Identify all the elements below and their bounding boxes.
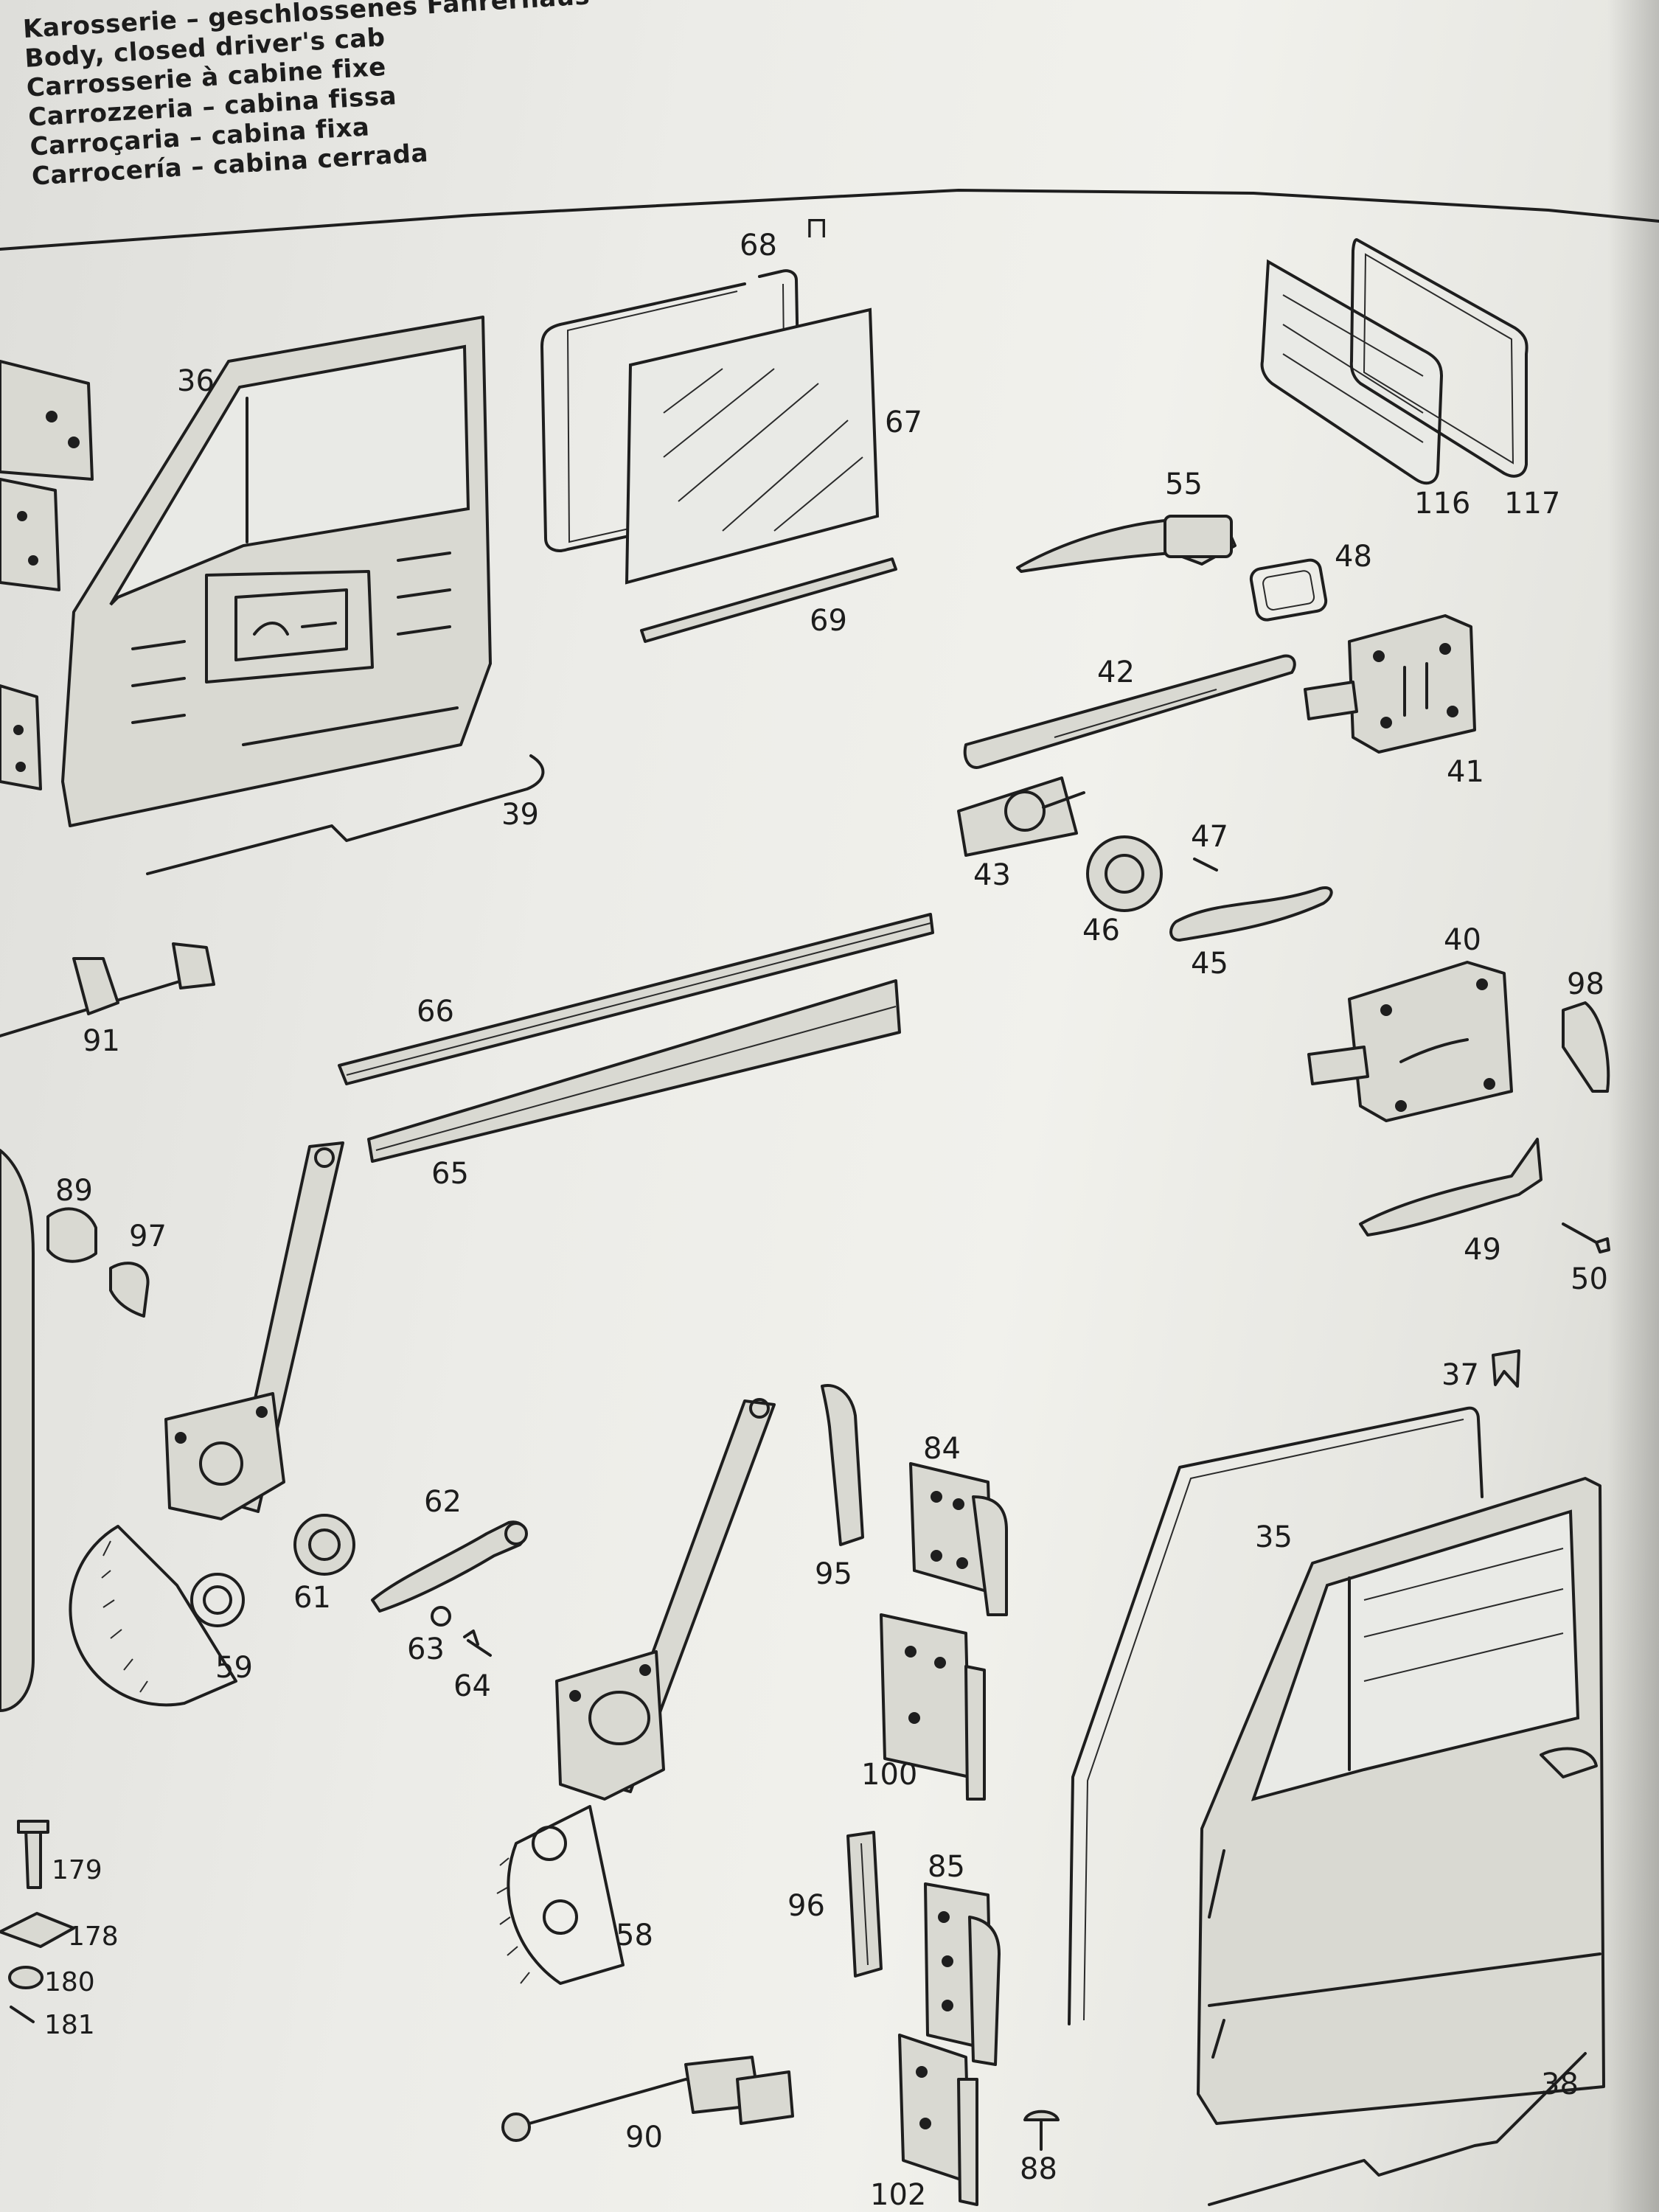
part-89-bumper <box>46 1207 97 1263</box>
label-40: 40 <box>1444 923 1481 957</box>
label-97: 97 <box>129 1220 167 1253</box>
part-59-window-regulator <box>69 1141 344 1707</box>
label-58: 58 <box>616 1919 653 1952</box>
label-95: 95 <box>815 1557 852 1591</box>
part-38-rod <box>1208 2052 1587 2206</box>
label-35: 35 <box>1255 1520 1293 1554</box>
label-55: 55 <box>1165 467 1203 501</box>
part-180-nut <box>8 1966 44 1989</box>
label-90: 90 <box>625 2121 663 2154</box>
part-85-hinge <box>924 1882 1001 2066</box>
part-36-door-left <box>0 316 492 827</box>
part-62-crank-handle <box>371 1520 527 1613</box>
part-39-rod <box>146 754 545 875</box>
part-49-outer-handle <box>1359 1138 1543 1237</box>
label-45: 45 <box>1191 947 1228 981</box>
label-38: 38 <box>1541 2067 1579 2101</box>
part-69-guide-strip <box>640 557 897 643</box>
part-63-washer <box>431 1606 451 1627</box>
part-84-hinge <box>909 1462 1008 1616</box>
part-50-key <box>1562 1222 1610 1253</box>
part-116-117-rear-window <box>1260 238 1528 485</box>
header-rule <box>0 189 1659 251</box>
label-64: 64 <box>453 1669 491 1703</box>
label-41: 41 <box>1447 755 1484 789</box>
part-35-door-right <box>1197 1477 1605 2125</box>
label-39: 39 <box>501 798 539 832</box>
label-43: 43 <box>973 858 1011 892</box>
part-64-screw <box>463 1630 492 1657</box>
part-100-hinge <box>880 1613 986 1801</box>
part-61-escutcheon <box>293 1514 355 1576</box>
part-102-hinge <box>898 2034 978 2206</box>
label-68: 68 <box>740 229 777 262</box>
label-49: 49 <box>1464 1233 1501 1267</box>
binding-shadow <box>1607 0 1659 2212</box>
label-179: 179 <box>52 1855 102 1885</box>
label-88: 88 <box>1020 2152 1057 2186</box>
part-40-door-lock <box>1307 961 1513 1122</box>
label-62: 62 <box>424 1485 462 1519</box>
part-58-window-regulator <box>496 1398 776 1985</box>
label-48: 48 <box>1335 540 1372 574</box>
part-37-door-seal <box>1068 1406 1484 2025</box>
label-100: 100 <box>861 1758 917 1792</box>
part-47-pin <box>1193 858 1218 872</box>
label-96: 96 <box>787 1889 825 1923</box>
label-102: 102 <box>870 2178 926 2212</box>
label-59: 59 <box>215 1651 253 1685</box>
label-42: 42 <box>1097 655 1135 689</box>
label-85: 85 <box>928 1850 965 1884</box>
label-47: 47 <box>1191 820 1228 854</box>
label-61: 61 <box>293 1581 331 1615</box>
part-97-clip <box>109 1262 150 1318</box>
label-116: 116 <box>1414 487 1470 521</box>
part-90-door-check <box>501 2056 794 2142</box>
label-65: 65 <box>431 1157 469 1191</box>
label-37: 37 <box>1441 1358 1479 1392</box>
label-68-symbol: ⊓ <box>805 211 828 245</box>
part-45-inner-handle <box>1169 886 1333 942</box>
part-42-lock-rod <box>963 654 1296 769</box>
label-98: 98 <box>1567 967 1604 1001</box>
part-37-marker <box>1492 1349 1520 1388</box>
label-67: 67 <box>885 406 922 439</box>
part-181-pin <box>10 2006 35 2023</box>
label-84: 84 <box>923 1432 961 1466</box>
part-41-door-lock <box>1304 614 1476 754</box>
part-178-plate <box>0 1912 75 1948</box>
part-67-window-glass <box>625 307 880 585</box>
label-178: 178 <box>68 1921 119 1952</box>
label-89: 89 <box>55 1174 93 1208</box>
label-91: 91 <box>83 1024 120 1058</box>
label-50: 50 <box>1571 1262 1608 1296</box>
label-69: 69 <box>810 604 847 638</box>
label-117: 117 <box>1504 487 1560 521</box>
part-98-striker <box>1562 1001 1610 1093</box>
label-46: 46 <box>1082 914 1120 947</box>
part-88-screw <box>1023 2110 1060 2151</box>
part-43-lock-bracket <box>957 776 1085 857</box>
label-180: 180 <box>44 1967 95 1997</box>
label-66: 66 <box>417 995 454 1029</box>
part-46-rosette <box>1086 835 1163 912</box>
part-95-trim <box>821 1384 864 1546</box>
part-48-gasket <box>1249 558 1328 622</box>
label-63: 63 <box>407 1632 445 1666</box>
label-181: 181 <box>44 2010 95 2040</box>
part-179-bolt <box>17 1820 49 1889</box>
label-36: 36 <box>177 364 215 398</box>
left-edge-object <box>0 1149 35 1712</box>
part-91-door-check <box>0 942 215 1037</box>
